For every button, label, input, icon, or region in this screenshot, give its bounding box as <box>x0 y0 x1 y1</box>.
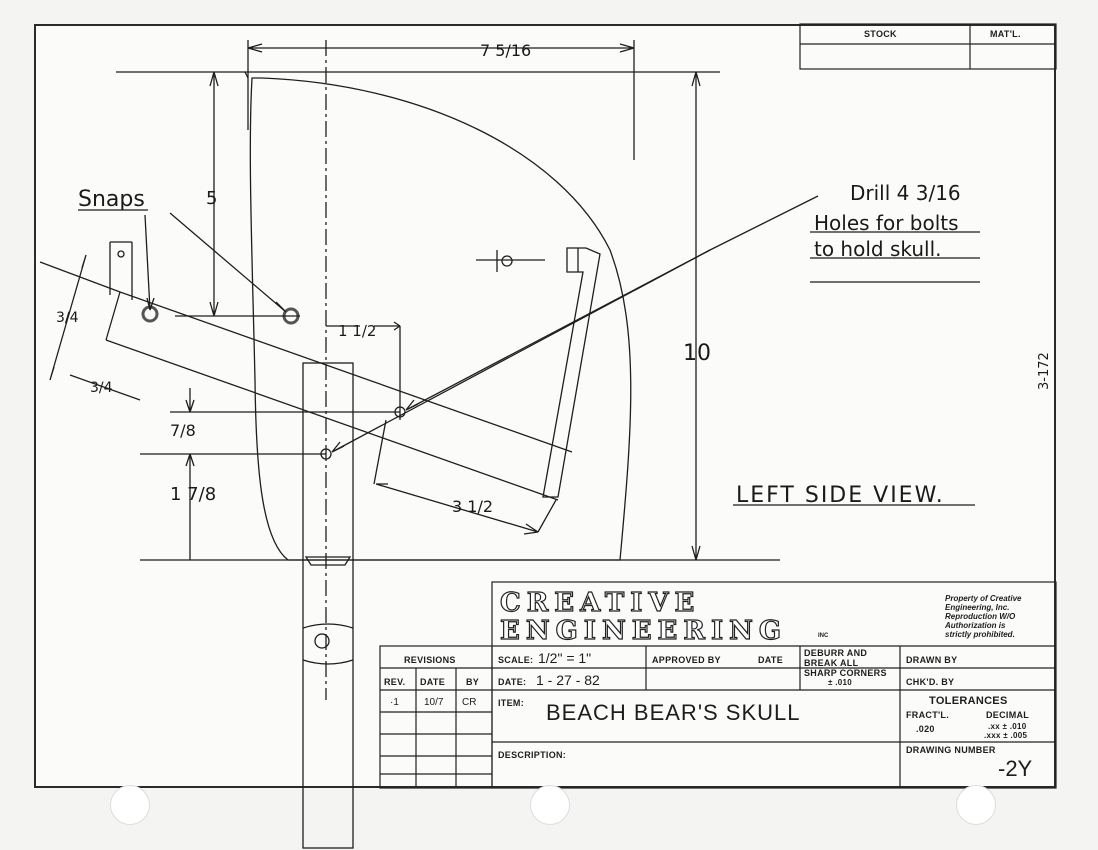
dim-snap-b: 3/4 <box>90 380 113 396</box>
snaps-label: Snaps <box>78 187 145 212</box>
stock-label: STOCK <box>864 29 897 39</box>
material-label: MAT'L. <box>990 29 1021 39</box>
property-notice: Property of Creative Engineering, Inc. R… <box>945 594 1022 639</box>
rev-entry-rev: ·1 <box>390 697 399 708</box>
dim-1-7-8: 1 7/8 <box>170 484 216 505</box>
sheet-code: 3-172 <box>1037 352 1052 390</box>
scale-value: 1/2" = 1" <box>538 650 592 666</box>
checked-by-label: CHK'D. BY <box>906 677 955 687</box>
company-name-line2: ENGINEERING <box>499 615 788 646</box>
company-name-line1: CREATIVE <box>499 587 701 618</box>
scale-label: SCALE: <box>498 655 534 665</box>
by-column: BY <box>466 677 480 687</box>
item-label: ITEM: <box>498 698 524 708</box>
rev-entry-date: 10/7 <box>424 697 444 708</box>
rev-entry-by: CR <box>462 697 477 708</box>
dim-total-height: 10 <box>683 341 711 366</box>
drawing-number-label: DRAWING NUMBER <box>906 745 996 755</box>
view-label: LEFT SIDE VIEW. <box>736 483 945 508</box>
drawn-by-label: DRAWN BY <box>906 655 958 665</box>
dim-upper-height: 5 <box>206 188 217 209</box>
dim-snap-a: 3/4 <box>56 310 79 326</box>
dim-7-8: 7/8 <box>170 421 196 440</box>
dim-offset: 1 1/2 <box>338 322 376 340</box>
rev-column: REV. <box>384 677 406 687</box>
decimal-xx: .xx ± .010 <box>988 722 1027 731</box>
date-value: 1 - 27 - 82 <box>536 672 600 688</box>
deburr-note: DEBURR AND BREAK ALL SHARP CORNERS ± .01… <box>804 648 887 687</box>
dim-3-1-2: 3 1/2 <box>452 497 493 516</box>
drawing-number-value: -2Y <box>998 756 1033 781</box>
approved-date-label: DATE <box>758 655 784 665</box>
company-suffix: INC <box>818 633 829 639</box>
decimal-xxx: .xxx ± .005 <box>984 731 1028 740</box>
fract-label: FRACT'L. <box>906 710 950 720</box>
approved-by-label: APPROVED BY <box>652 655 721 665</box>
drill-note-line3: to hold skull. <box>814 237 942 261</box>
punch-hole-left <box>110 785 150 825</box>
revisions-label: REVISIONS <box>404 655 456 665</box>
description-label: DESCRIPTION: <box>498 750 567 760</box>
bracket <box>542 247 601 498</box>
decimal-label: DECIMAL <box>986 710 1030 720</box>
punch-hole-right <box>956 785 996 825</box>
punch-hole-center <box>530 785 570 825</box>
angled-bar <box>105 291 573 501</box>
date-column: DATE <box>420 677 446 687</box>
date-label: DATE: <box>498 677 527 687</box>
drill-note-line1: Drill 4 3/16 <box>850 181 961 205</box>
fract-value: .020 <box>916 724 935 734</box>
dim-top-width: 7 5/16 <box>480 41 531 60</box>
vertical-post <box>302 362 354 849</box>
skull-outline <box>249 77 632 561</box>
drawing-border <box>34 24 1056 788</box>
tolerances-label: TOLERANCES <box>929 695 1008 707</box>
item-value: BEACH BEAR'S SKULL <box>546 700 801 725</box>
drill-note-line2: Holes for bolts <box>814 211 959 235</box>
